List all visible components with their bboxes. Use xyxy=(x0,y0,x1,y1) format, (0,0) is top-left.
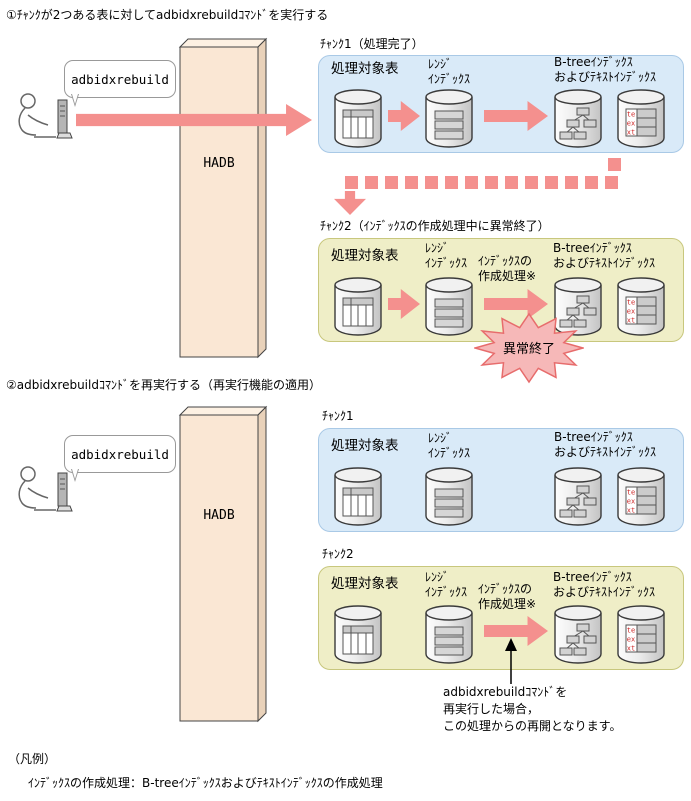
dashed-connector xyxy=(345,176,622,189)
range-index-icon xyxy=(425,277,473,336)
table-icon xyxy=(334,89,382,148)
range-index-cylinder xyxy=(424,604,474,664)
hadb-label: HADB xyxy=(203,508,235,523)
text-index-cell: te xyxy=(627,299,635,307)
text-index-cylinder: te ex xt xyxy=(616,604,666,664)
text-index-cell: te xyxy=(627,627,635,635)
text-index-cylinder: te ex xt xyxy=(616,88,666,148)
btree-index-cylinder xyxy=(553,466,603,526)
btree-index-icon xyxy=(554,467,602,526)
target-table-label: 処理対象表 xyxy=(331,438,399,454)
text-index-cell: xt xyxy=(627,317,635,325)
text-index-cell: xt xyxy=(627,129,635,137)
hadb-box xyxy=(178,37,268,359)
text-index-cell: ex xyxy=(627,498,635,506)
btree-index-cylinder xyxy=(553,276,603,336)
text-index-icon: te ex xt xyxy=(617,467,665,526)
range-index-icon xyxy=(425,467,473,526)
command-text: adbidxrebuild xyxy=(71,71,169,87)
table-cylinder xyxy=(333,88,383,148)
btree-index-cylinder xyxy=(553,604,603,664)
text-index-cell: ex xyxy=(627,308,635,316)
restart-annotation: adbidxrebuildｺﾏﾝﾄﾞを 再実行した場合， この処理からの再開とな… xyxy=(443,685,622,733)
range-index-label: ﾚﾝｼﾞ ｲﾝﾃﾞｯｸｽ xyxy=(428,57,471,86)
range-index-label: ﾚﾝｼﾞ ｲﾝﾃﾞｯｸｽ xyxy=(428,431,471,460)
table-cylinder xyxy=(333,276,383,336)
target-table-label: 処理対象表 xyxy=(331,576,399,592)
btree-index-icon xyxy=(554,89,602,148)
section2-title: ②adbidxrebuildｺﾏﾝﾄﾞを再実行する（再実行機能の適用） xyxy=(6,378,321,392)
text-index-icon: te ex xt xyxy=(617,89,665,148)
chunk2-label: ﾁｬﾝｸ2（ｲﾝﾃﾞｯｸｽの作成処理中に異常終了） xyxy=(320,219,550,233)
btree-text-index-label: B-treeｲﾝﾃﾞｯｸｽ およびﾃｷｽﾄｲﾝﾃﾞｯｸｽ xyxy=(553,570,656,599)
command-text: adbidxrebuild xyxy=(71,446,169,462)
dashed-connector-segment xyxy=(608,158,621,171)
btree-text-index-label: B-treeｲﾝﾃﾞｯｸｽ およびﾃｷｽﾄｲﾝﾃﾞｯｸｽ xyxy=(554,430,657,459)
btree-index-cylinder xyxy=(553,88,603,148)
text-index-cell: te xyxy=(627,489,635,497)
hadb-label: HADB xyxy=(203,156,235,171)
dashed-connector-arrowhead xyxy=(334,191,366,215)
text-index-cell: ex xyxy=(627,120,635,128)
target-table-label: 処理対象表 xyxy=(331,248,399,264)
legend-text: ｲﾝﾃﾞｯｸｽの作成処理：B-treeｲﾝﾃﾞｯｸｽおよびﾃｷｽﾄｲﾝﾃﾞｯｸｽ… xyxy=(28,776,383,790)
range-index-cylinder xyxy=(424,276,474,336)
section1-title: ①ﾁｬﾝｸが2つある表に対してadbidxrebuildｺﾏﾝﾄﾞを実行する xyxy=(6,8,329,22)
user-at-computer-icon xyxy=(18,466,73,512)
table-icon xyxy=(334,277,382,336)
range-index-cylinder xyxy=(424,88,474,148)
chunk1-label: ﾁｬﾝｸ1 xyxy=(322,409,354,423)
range-index-label: ﾚﾝｼﾞ ｲﾝﾃﾞｯｸｽ xyxy=(425,570,468,599)
btree-index-icon xyxy=(554,277,602,336)
user-at-computer-icon xyxy=(18,93,73,139)
index-creation-label: ｲﾝﾃﾞｯｸｽの 作成処理※ xyxy=(478,582,537,611)
target-table-label: 処理対象表 xyxy=(331,61,399,77)
text-index-icon: te ex xt xyxy=(617,605,665,664)
btree-text-index-label: B-treeｲﾝﾃﾞｯｸｽ およびﾃｷｽﾄｲﾝﾃﾞｯｸｽ xyxy=(554,55,657,84)
index-creation-label: ｲﾝﾃﾞｯｸｽの 作成処理※ xyxy=(478,254,537,283)
command-bubble: adbidxrebuild xyxy=(64,60,176,107)
btree-index-icon xyxy=(554,605,602,664)
text-index-cylinder: te ex xt xyxy=(616,276,666,336)
chunk2-label: ﾁｬﾝｸ2 xyxy=(322,547,354,561)
chunk1-label: ﾁｬﾝｸ1（処理完了） xyxy=(320,37,424,51)
abnormal-end-label: 異常終了 xyxy=(503,341,555,357)
table-icon xyxy=(334,605,382,664)
range-index-cylinder xyxy=(424,466,474,526)
table-icon xyxy=(334,467,382,526)
text-index-cell: xt xyxy=(627,507,635,515)
text-index-cell: ex xyxy=(627,636,635,644)
range-index-icon xyxy=(425,605,473,664)
range-index-icon xyxy=(425,89,473,148)
legend-title: （凡例） xyxy=(8,752,57,766)
text-index-icon: te ex xt xyxy=(617,277,665,336)
command-bubble: adbidxrebuild xyxy=(64,435,176,482)
text-index-cell: xt xyxy=(627,645,635,653)
abnormal-end-starburst: 異常終了 xyxy=(474,312,584,384)
annotation-pointer-arrow xyxy=(505,638,517,684)
btree-text-index-label: B-treeｲﾝﾃﾞｯｸｽ およびﾃｷｽﾄｲﾝﾃﾞｯｸｽ xyxy=(553,241,656,270)
hadb-box xyxy=(178,405,268,723)
table-cylinder xyxy=(333,466,383,526)
table-cylinder xyxy=(333,604,383,664)
range-index-label: ﾚﾝｼﾞ ｲﾝﾃﾞｯｸｽ xyxy=(425,241,468,270)
text-index-cylinder: te ex xt xyxy=(616,466,666,526)
text-index-cell: te xyxy=(627,111,635,119)
